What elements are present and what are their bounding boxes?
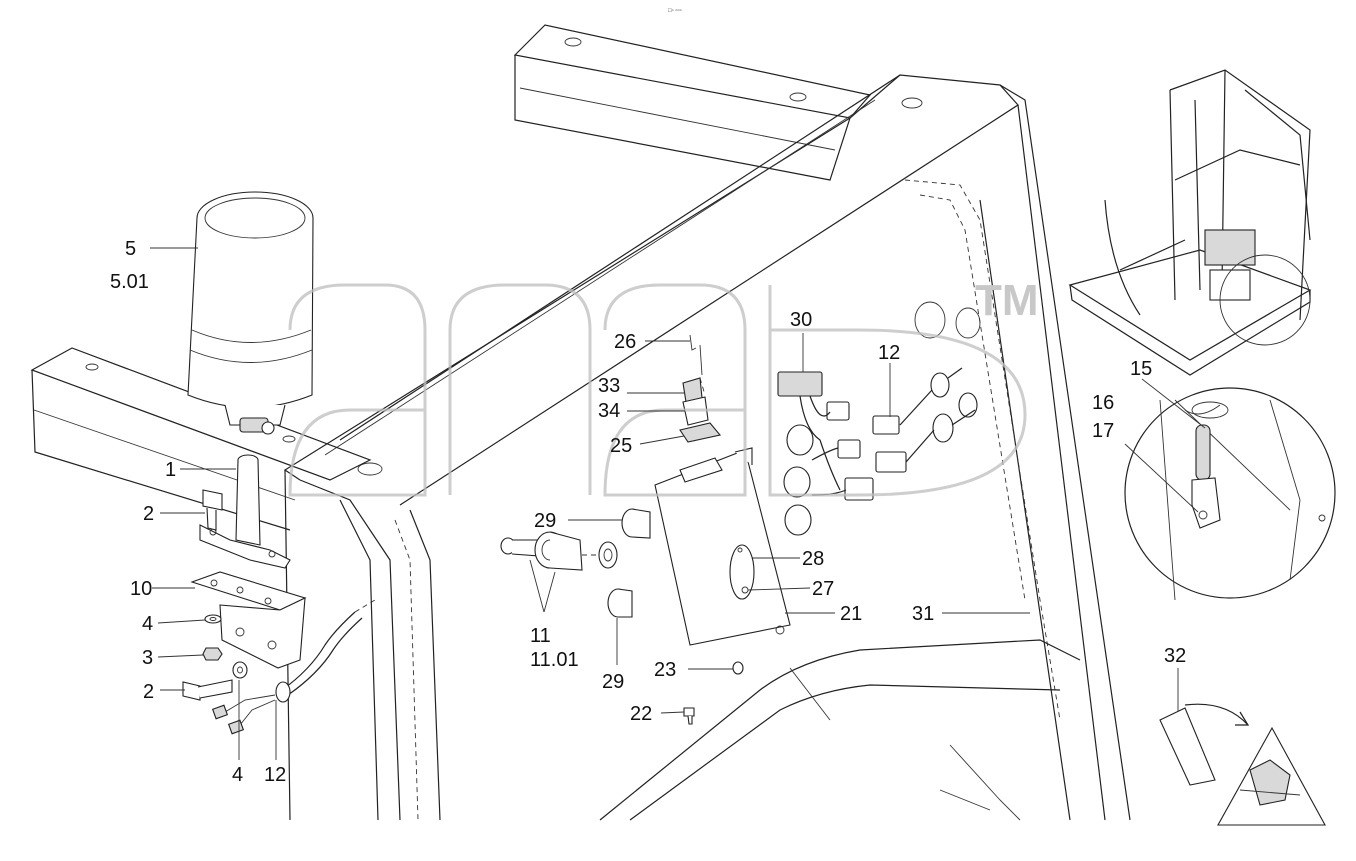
leader-lines	[150, 247, 1206, 760]
cable-12-left	[211, 599, 376, 735]
callout-33: 33	[598, 375, 620, 397]
callout-5: 5	[125, 238, 136, 260]
beacon-lamp	[187, 191, 314, 435]
callout-29-lower: 29	[602, 671, 624, 693]
watermark-trademark: TM	[975, 276, 1039, 325]
callout-17: 17	[1092, 420, 1114, 442]
watermark-logo: TM	[288, 276, 1039, 497]
cap-29-lower	[607, 588, 633, 618]
callout-12-right: 12	[878, 342, 900, 364]
callout-30: 30	[790, 309, 812, 331]
fasteners-center	[683, 661, 744, 725]
socket-11	[500, 531, 618, 571]
mount-bracket-10	[190, 571, 307, 669]
callout-16: 16	[1092, 392, 1114, 414]
callout-4-upper: 4	[142, 613, 153, 635]
switch-panel-21	[654, 447, 791, 646]
callout-26: 26	[614, 331, 636, 353]
callout-21: 21	[840, 603, 862, 625]
callout-31: 31	[912, 603, 934, 625]
callout-34: 34	[598, 400, 620, 422]
callout-22: 22	[630, 703, 652, 725]
callout-11: 11	[530, 625, 551, 647]
switch-assembly	[679, 334, 722, 443]
callout-15: 15	[1130, 358, 1152, 380]
callout-12-left: 12	[264, 764, 286, 786]
callout-5-01: 5.01	[110, 271, 149, 293]
header-mark: □▫ ▫▫▫	[668, 8, 682, 14]
callout-10: 10	[130, 578, 152, 600]
callout-27: 27	[812, 578, 834, 600]
callout-2-upper: 2	[143, 503, 154, 525]
bolt-2-upper	[202, 489, 223, 531]
callout-3: 3	[142, 647, 153, 669]
warning-decal	[1159, 703, 1326, 826]
cable-12-right	[872, 367, 978, 473]
callout-32: 32	[1164, 645, 1186, 667]
cap-29-upper	[621, 508, 651, 539]
cab-frame	[283, 24, 1131, 821]
wire-harness-30	[777, 371, 874, 536]
callout-2-lower: 2	[143, 681, 154, 703]
bracket-tube	[199, 454, 291, 569]
callout-29-upper: 29	[534, 510, 556, 532]
callout-23: 23	[654, 659, 676, 681]
callout-28: 28	[802, 548, 824, 570]
callout-1: 1	[165, 459, 176, 481]
callout-25: 25	[610, 435, 632, 457]
callout-11-01: 11.01	[530, 649, 579, 671]
overview-cab-sketch	[1068, 69, 1312, 376]
detail-view-circle	[1124, 387, 1336, 601]
callout-labels: 5 5.01 1 2 10 4 3 2 4 12 26 33 34 25 29 …	[110, 238, 1186, 786]
fasteners-left	[182, 614, 248, 701]
callout-4-lower: 4	[232, 764, 243, 786]
